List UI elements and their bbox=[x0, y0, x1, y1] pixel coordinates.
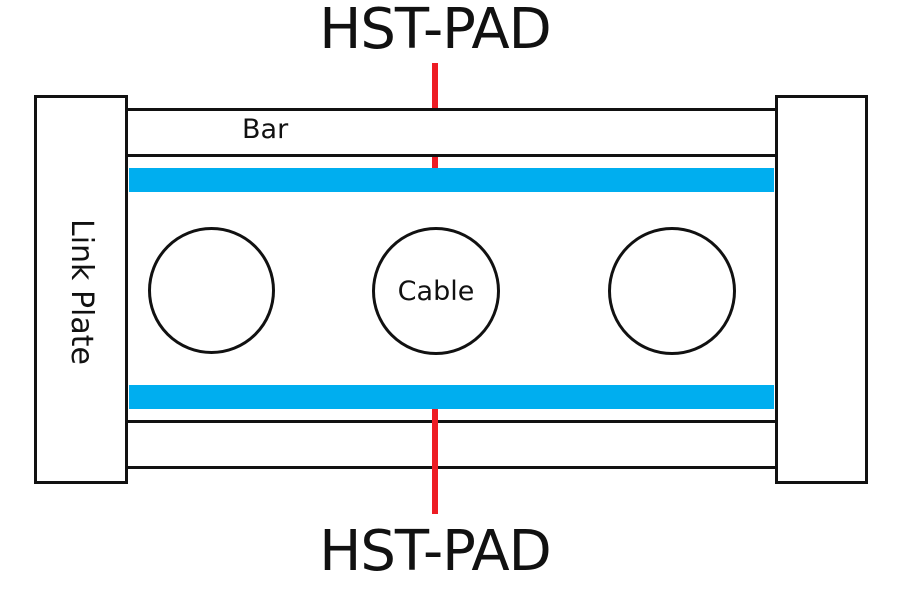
link-plate-right bbox=[775, 95, 868, 484]
bar-label: Bar bbox=[242, 114, 289, 145]
cable-label: Cable bbox=[397, 275, 475, 307]
cable-right bbox=[608, 227, 736, 355]
bar-top bbox=[125, 108, 778, 157]
cable-center: Cable bbox=[372, 227, 500, 355]
indicator-line-bottom bbox=[432, 409, 438, 514]
cable-left bbox=[148, 227, 275, 354]
hst-pad-strip-top bbox=[129, 168, 774, 192]
hst-pad-label-top: HST-PAD bbox=[319, 0, 552, 62]
bar-bottom bbox=[125, 420, 778, 469]
hst-pad-strip-bottom bbox=[129, 385, 774, 409]
hst-pad-label-bottom: HST-PAD bbox=[319, 519, 552, 584]
link-plate-label: Link Plate bbox=[64, 218, 99, 366]
link-plate-left bbox=[34, 95, 128, 484]
